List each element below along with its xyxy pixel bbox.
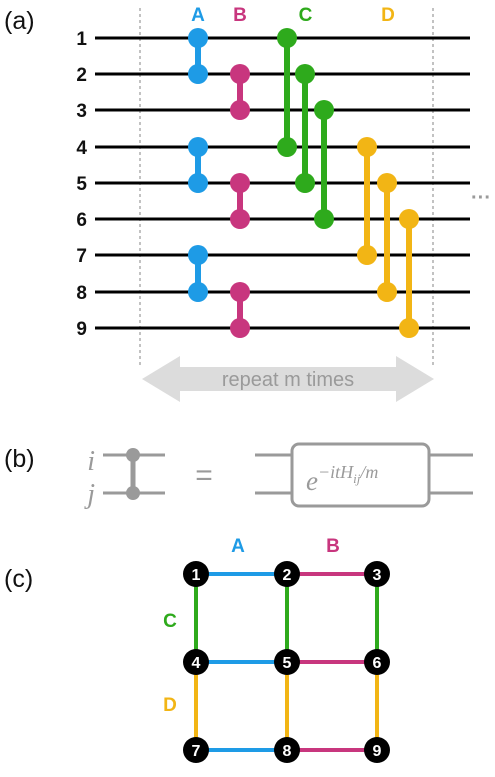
wire-label-5: 5 [76, 174, 87, 195]
layer-label-c: C [299, 5, 313, 26]
gate-c-1-4 [277, 28, 297, 157]
lattice-node-8: 8 [274, 737, 300, 763]
gate-c-2-5 [295, 64, 315, 193]
gate-b-8-9 [230, 282, 250, 338]
gate-b-5-6 [230, 173, 250, 229]
lattice-node-1: 1 [183, 561, 209, 587]
repeat-arrow: repeat m times [142, 356, 434, 402]
gate-d-4-7 [357, 137, 377, 265]
qubit-label-j: j [84, 479, 95, 510]
layer-label-a: A [191, 5, 205, 26]
circuit-diagram: 1 2 3 4 5 6 7 8 9 A B C D ··· repeat m times [76, 5, 491, 402]
lattice-node-label-1: 1 [192, 567, 201, 584]
wire-label-4: 4 [76, 138, 87, 159]
gate-a-7-8 [188, 245, 208, 302]
wire-label-8: 8 [76, 283, 87, 304]
lattice-node-label-9: 9 [373, 743, 382, 760]
qubit-label-i: i [87, 446, 95, 477]
ellipsis: ··· [471, 187, 491, 209]
gate-a-1-2 [188, 28, 208, 84]
gate-a-4-5 [188, 137, 208, 193]
wire-label-1: 1 [76, 29, 87, 50]
gate-d-6-9 [399, 209, 419, 338]
lattice-node-label-6: 6 [373, 655, 382, 672]
lattice-node-label-2: 2 [283, 567, 292, 584]
repeat-label: repeat m times [222, 369, 354, 391]
lattice-node-6: 6 [364, 649, 390, 675]
lattice-node-label-7: 7 [192, 743, 201, 760]
panel-label-c: (c) [4, 565, 33, 593]
lattice-node-7: 7 [183, 737, 209, 763]
gate-d-5-8 [377, 173, 397, 302]
lattice-node-3: 3 [364, 561, 390, 587]
double-arrow-icon [142, 356, 434, 402]
lattice-node-label-8: 8 [283, 743, 292, 760]
panel-label-b: (b) [4, 445, 35, 473]
lattice-label-b: B [326, 536, 340, 557]
lattice-graph: 1 2 3 4 5 6 7 8 9 A B C D [163, 536, 390, 763]
unitary-expression: e−itHij/m [306, 462, 378, 496]
lattice-node-2: 2 [274, 561, 300, 587]
lattice-node-label-3: 3 [373, 567, 382, 584]
layer-label-b: B [233, 5, 247, 26]
gate-c-3-6 [314, 100, 334, 229]
lattice-node-label-4: 4 [192, 655, 201, 672]
equals-sign: = [195, 459, 213, 492]
gate-identity: i j = e−itHij/m [84, 442, 473, 510]
layer-label-d: D [381, 5, 395, 26]
lattice-label-c: C [163, 611, 177, 632]
wire-label-7: 7 [76, 246, 87, 267]
lattice-node-label-5: 5 [283, 655, 292, 672]
wire-label-2: 2 [76, 65, 87, 86]
wire-label-3: 3 [76, 101, 87, 122]
wire-label-6: 6 [76, 210, 87, 231]
lattice-label-d: D [163, 695, 177, 716]
lattice-node-4: 4 [183, 649, 209, 675]
gate-dot-top [126, 448, 140, 462]
unitary-box [290, 442, 431, 508]
lattice-node-5: 5 [274, 649, 300, 675]
lattice-label-a: A [231, 536, 245, 557]
wire-label-9: 9 [76, 319, 87, 340]
panel-label-a: (a) [4, 7, 35, 35]
gate-dot-bottom [126, 486, 140, 500]
lattice-node-9: 9 [364, 737, 390, 763]
gate-b-2-3 [230, 64, 250, 120]
